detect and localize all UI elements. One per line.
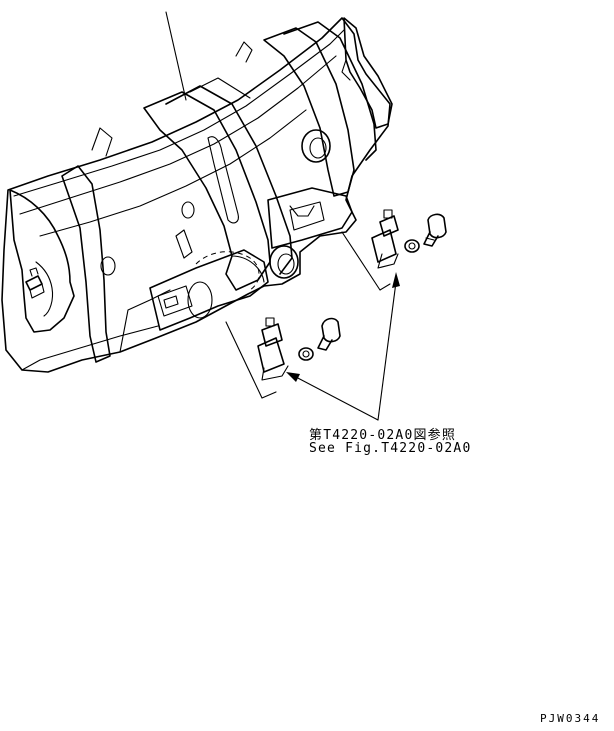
drawing-code: PJW0344 <box>540 712 601 725</box>
washer-right <box>404 239 420 253</box>
grease-fitting-right <box>371 209 399 269</box>
pin-hole-upper <box>301 129 331 163</box>
callout-arrows <box>286 272 400 421</box>
grease-fitting-left <box>257 317 289 381</box>
assembly-leader-lines <box>225 231 391 399</box>
pin-hole-lower <box>269 245 299 279</box>
bolt-right <box>423 213 447 247</box>
bolt-left <box>317 317 341 351</box>
figure-reference-en: See Fig.T4220-02A0 <box>309 441 472 456</box>
coupler-frame <box>1 11 393 373</box>
figure-reference-jp: 第T4220-02A0図参照 <box>309 428 457 443</box>
washer-left <box>298 347 314 361</box>
